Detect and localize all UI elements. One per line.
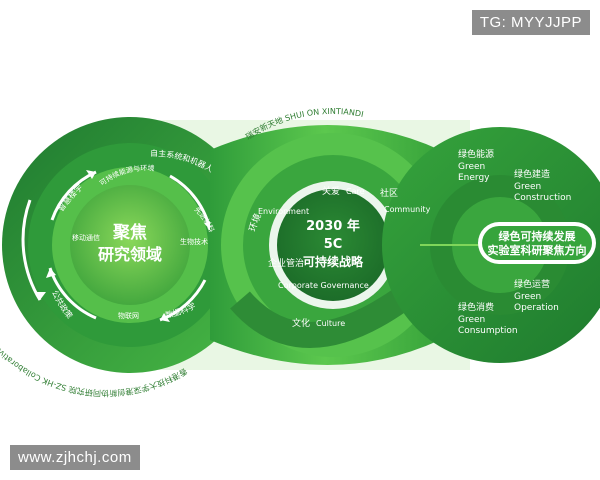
right-circle: 绿色可持续发展 实验室科研聚焦方向 绿色能源 Green Energy 绿色建造… bbox=[382, 127, 600, 363]
pillar-community-en: Community bbox=[384, 205, 431, 214]
right-center-line2: 实验室科研聚焦方向 bbox=[488, 243, 587, 257]
arrow-head-icon bbox=[34, 292, 46, 300]
inner-area-bio: 生物技术 bbox=[180, 237, 208, 246]
left-center-line1: 聚焦 bbox=[112, 222, 147, 243]
pillar-culture-cn: 文化 bbox=[292, 317, 310, 329]
watermark-bottom-left: www.zjhchj.com bbox=[10, 445, 140, 470]
dir-consumption-en1: Green bbox=[458, 315, 485, 325]
pillar-community-cn: 社区 bbox=[380, 187, 398, 199]
arrow-head-icon bbox=[86, 170, 96, 179]
dir-consumption-en2: Consumption bbox=[458, 326, 518, 336]
right-center-pill-inner bbox=[482, 226, 592, 260]
watermark-top-right: TG: MYYJJPP bbox=[471, 10, 590, 35]
pillar-governance-en: Corporate Governance bbox=[278, 281, 369, 290]
dir-operation-en1: Green bbox=[514, 292, 541, 302]
dir-energy-cn: 绿色能源 bbox=[458, 148, 494, 160]
pillar-care-cn: 关爱 bbox=[322, 185, 340, 197]
pillar-care-en: Care bbox=[346, 187, 365, 196]
dir-construction-cn: 绿色建造 bbox=[514, 168, 550, 180]
mid-center-line1: 2030 年 bbox=[306, 218, 360, 234]
culture-band bbox=[230, 289, 408, 348]
dir-construction-en1: Green bbox=[514, 182, 541, 192]
dir-operation-cn: 绿色运营 bbox=[514, 278, 550, 290]
pillar-environment-en: Environment bbox=[258, 207, 309, 216]
left-circle: 聚焦 研究领域 bbox=[2, 117, 258, 373]
dir-energy-en1: Green bbox=[458, 162, 485, 172]
dir-operation-en2: Operation bbox=[514, 303, 559, 313]
right-center-line1: 绿色可持续发展 bbox=[499, 229, 577, 243]
dir-construction-en2: Construction bbox=[514, 193, 571, 203]
arrow-head-icon bbox=[160, 313, 170, 322]
left-center-line2: 研究领域 bbox=[98, 245, 162, 264]
pillar-culture-en: Culture bbox=[316, 319, 345, 328]
inner-area-iot: 物联网 bbox=[118, 311, 139, 320]
inner-area-mobile: 移动通信 bbox=[72, 233, 100, 242]
pillar-governance-cn: 企业管治 bbox=[268, 257, 304, 269]
dir-consumption-cn: 绿色消费 bbox=[458, 301, 494, 313]
middle-circle: 2030 年 5C 可持续战略 bbox=[210, 125, 445, 365]
mid-center-line3: 可持续战略 bbox=[303, 254, 364, 269]
mid-center-line2: 5C bbox=[324, 237, 343, 252]
dir-energy-en2: Energy bbox=[458, 173, 490, 183]
cycle-arrow-outer bbox=[21, 199, 42, 301]
arrow-head-icon bbox=[46, 268, 56, 278]
